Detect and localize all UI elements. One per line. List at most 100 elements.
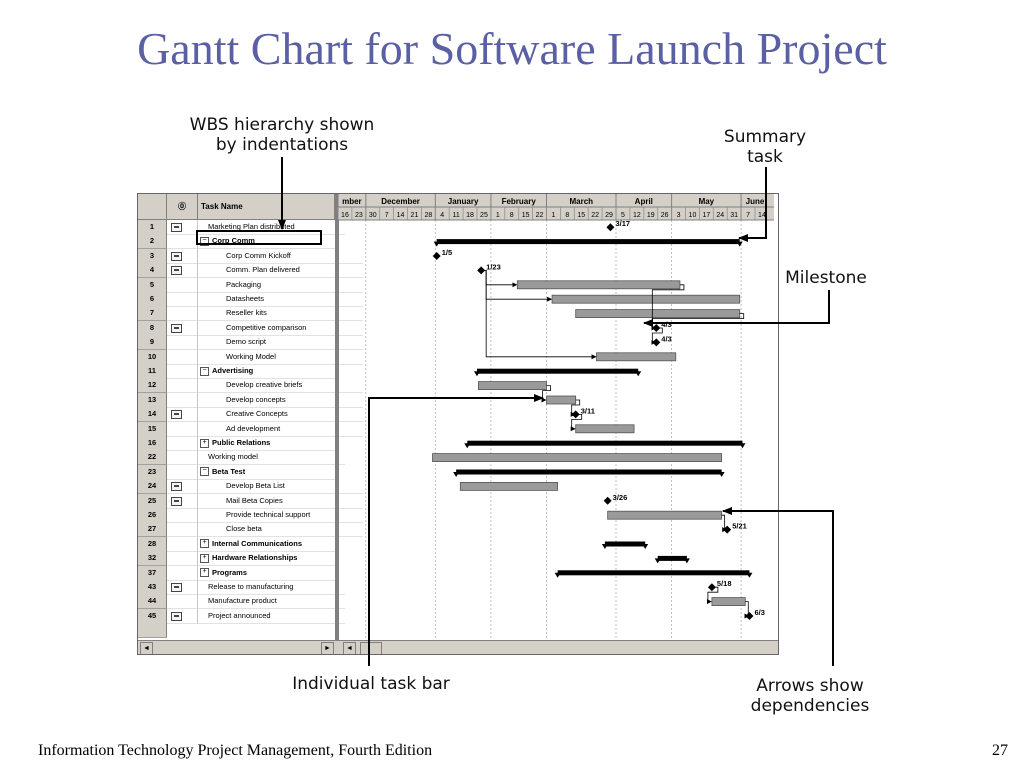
summary-bar[interactable] xyxy=(604,541,646,547)
task-name-cell[interactable]: +Public Relations xyxy=(198,436,337,451)
task-name-cell[interactable]: Provide technical support xyxy=(198,508,363,523)
row-number[interactable]: 44 xyxy=(138,594,167,610)
task-name-cell[interactable]: Project announced xyxy=(198,609,345,624)
table-row[interactable]: 16 +Public Relations xyxy=(138,436,337,451)
row-number[interactable]: 23 xyxy=(138,464,167,480)
pane-splitter[interactable] xyxy=(335,194,339,654)
task-bar[interactable] xyxy=(432,453,723,463)
task-bar[interactable] xyxy=(607,510,723,520)
note-icon[interactable] xyxy=(171,583,182,592)
task-name-cell[interactable]: Manufacture product xyxy=(198,594,345,610)
row-number[interactable]: 4 xyxy=(138,263,167,279)
row-number[interactable]: 14 xyxy=(138,407,167,423)
task-name-cell[interactable]: Develop concepts xyxy=(198,393,363,408)
note-icon[interactable] xyxy=(171,496,182,506)
milestone-diamond[interactable] xyxy=(432,252,441,260)
summary-bar[interactable] xyxy=(456,469,722,475)
gantt-scroll-thumb[interactable] xyxy=(360,642,382,654)
row-number[interactable]: 3 xyxy=(138,248,167,264)
row-number[interactable]: 10 xyxy=(138,349,167,365)
note-icon[interactable] xyxy=(171,410,182,420)
table-row[interactable]: 3 Corp Comm Kickoff xyxy=(138,248,363,264)
row-number[interactable]: 16 xyxy=(138,436,167,451)
task-bar[interactable] xyxy=(546,395,577,405)
table-row[interactable]: 11 −Advertising xyxy=(138,364,337,379)
table-row[interactable]: 23 −Beta Test xyxy=(138,464,337,480)
collapse-icon[interactable]: − xyxy=(200,366,209,376)
collapse-icon[interactable]: − xyxy=(200,467,209,477)
row-number[interactable]: 8 xyxy=(138,320,167,336)
milestone-diamond[interactable] xyxy=(745,612,754,620)
row-number[interactable]: 1 xyxy=(138,220,167,235)
scroll-left-button[interactable]: ◄ xyxy=(140,642,153,654)
table-row[interactable]: 4 Comm. Plan delivered xyxy=(138,263,363,279)
table-row[interactable]: 8 Competitive comparison xyxy=(138,320,363,336)
task-name-cell[interactable]: Release to manufacturing xyxy=(198,580,345,595)
collapse-icon[interactable]: − xyxy=(200,236,209,246)
table-row[interactable]: 1 Marketing Plan distributed xyxy=(138,220,345,235)
row-number[interactable]: 25 xyxy=(138,493,167,509)
row-number[interactable]: 45 xyxy=(138,608,167,624)
summary-bar[interactable] xyxy=(436,239,740,245)
task-name-cell[interactable]: Packaging xyxy=(198,278,363,293)
milestone-diamond[interactable] xyxy=(707,583,716,592)
row-number[interactable]: 26 xyxy=(138,508,167,523)
task-name-cell[interactable]: Demo script xyxy=(198,335,363,351)
task-bar[interactable] xyxy=(459,481,559,491)
task-name-cell[interactable]: Competitive comparison xyxy=(198,321,363,336)
task-name-cell[interactable]: Creative Concepts xyxy=(198,407,363,423)
task-name-cell[interactable]: −Beta Test xyxy=(198,465,337,480)
task-name-cell[interactable]: Reseller kits xyxy=(198,306,363,322)
table-row[interactable]: 32+Hardware Relationships xyxy=(138,551,337,567)
task-name-cell[interactable]: −Advertising xyxy=(198,364,337,379)
row-number[interactable]: 12 xyxy=(138,378,167,394)
task-name-cell[interactable]: Close beta xyxy=(198,522,363,538)
note-icon[interactable] xyxy=(171,223,182,232)
milestone-diamond[interactable] xyxy=(603,496,612,505)
table-row[interactable]: 2−Corp Comm xyxy=(138,234,337,250)
row-number[interactable]: 9 xyxy=(138,335,167,351)
row-number[interactable]: 5 xyxy=(138,277,167,293)
task-name-header[interactable]: Task Name xyxy=(198,194,335,220)
table-row[interactable]: 14 Creative Concepts xyxy=(138,407,363,423)
task-name-cell[interactable]: Datasheets xyxy=(198,292,363,307)
task-bar[interactable] xyxy=(551,294,741,304)
table-row[interactable]: 45 Project announced xyxy=(138,608,345,624)
row-number[interactable]: 6 xyxy=(138,292,167,307)
task-name-cell[interactable]: Corp Comm Kickoff xyxy=(198,249,363,264)
table-row[interactable]: 37 +Programs xyxy=(138,565,337,581)
summary-bar[interactable] xyxy=(557,570,750,576)
summary-bar[interactable] xyxy=(467,440,743,446)
table-row[interactable]: 27 Close beta xyxy=(138,522,363,538)
task-bar[interactable] xyxy=(575,309,741,318)
task-name-cell[interactable]: Ad development xyxy=(198,422,363,437)
table-row[interactable]: 13 Develop concepts xyxy=(138,392,363,408)
row-number[interactable]: 13 xyxy=(138,392,167,408)
note-icon[interactable] xyxy=(171,482,182,492)
table-row[interactable]: 5 Packaging xyxy=(138,277,363,293)
milestone-diamond[interactable] xyxy=(477,266,486,275)
row-number[interactable]: 37 xyxy=(138,565,167,581)
row-number[interactable]: 27 xyxy=(138,522,167,538)
task-bar[interactable] xyxy=(575,424,635,434)
row-number[interactable]: 43 xyxy=(138,580,167,595)
row-number[interactable]: 11 xyxy=(138,364,167,379)
table-row[interactable]: 43 Release to manufacturing xyxy=(138,580,345,595)
scroll-right-button[interactable]: ► xyxy=(321,642,334,654)
expand-icon[interactable]: + xyxy=(200,553,209,563)
table-row[interactable]: 26 Provide technical support xyxy=(138,508,363,523)
task-name-cell[interactable]: +Programs xyxy=(198,566,337,581)
task-name-cell[interactable]: Marketing Plan distributed xyxy=(198,220,345,235)
task-name-cell[interactable]: Comm. Plan delivered xyxy=(198,263,363,279)
row-number[interactable]: 24 xyxy=(138,479,167,495)
note-icon[interactable] xyxy=(171,611,182,621)
summary-bar[interactable] xyxy=(477,368,639,374)
note-icon[interactable] xyxy=(171,266,182,276)
note-icon[interactable] xyxy=(171,251,182,261)
row-number[interactable]: 28 xyxy=(138,536,167,552)
